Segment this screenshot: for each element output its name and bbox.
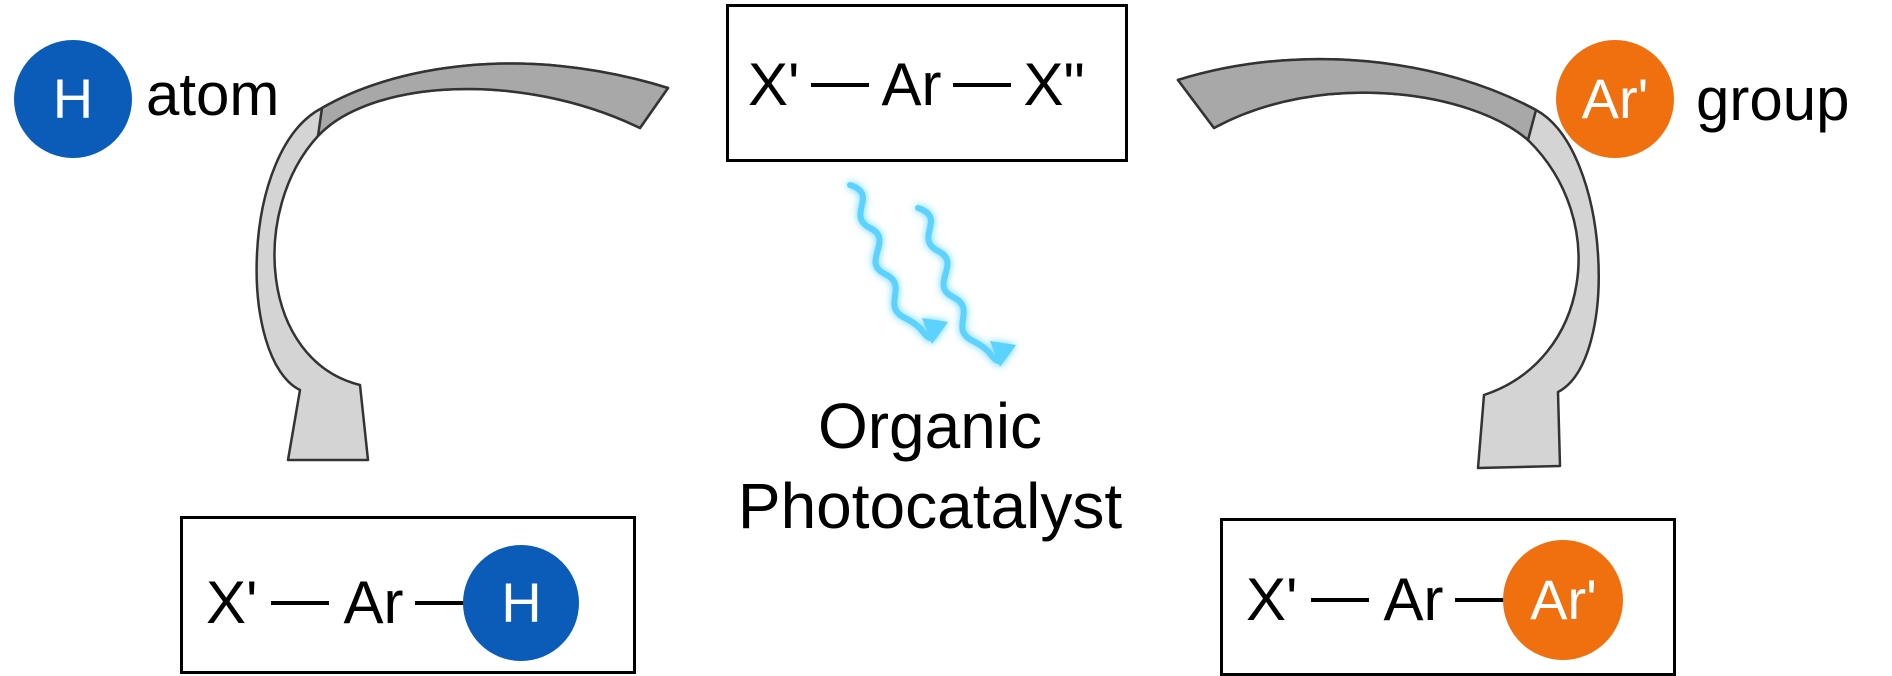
h-atom-badge: H	[14, 40, 132, 158]
product-h-core: Ar	[343, 569, 404, 636]
catalyst-label: Organic Photocatalyst	[720, 386, 1140, 546]
substrate-formula: X' Ar X"	[748, 55, 1085, 115]
ar-group-label: group	[1696, 66, 1850, 133]
light-wave-2	[915, 205, 1001, 364]
product-ar-badge-text: Ar'	[1530, 568, 1597, 631]
product-ar-formula: X' Ar Ar'	[1246, 540, 1624, 660]
substrate-bond-1	[811, 83, 870, 87]
substrate-core: Ar	[881, 51, 942, 118]
product-h-formula: X' Ar H	[206, 545, 580, 661]
left-curved-arrow	[255, 62, 670, 462]
product-ar-x-left: X'	[1246, 566, 1298, 633]
ar-group-badge: Ar'	[1556, 40, 1674, 158]
product-ar-box	[1220, 518, 1676, 676]
substrate-x-left: X'	[748, 51, 800, 118]
light-arrowhead-2	[990, 341, 1016, 367]
light-wave-1	[847, 182, 933, 341]
h-atom-label: atom	[146, 61, 280, 128]
ar-group-badge-text: Ar'	[1581, 67, 1649, 130]
catalyst-line-2: Photocatalyst	[737, 470, 1123, 542]
substrate-bond-2	[953, 83, 1012, 87]
light-icon	[847, 182, 1001, 364]
product-ar-core: Ar	[1383, 566, 1444, 633]
product-h-badge-text: H	[501, 571, 542, 634]
substrate-box	[726, 4, 1128, 162]
right-curved-arrow	[1176, 57, 1600, 470]
product-h-badge: H	[463, 545, 580, 661]
product-ar-bond-1	[1311, 598, 1370, 602]
product-h-bond-2	[415, 601, 476, 605]
product-ar-bond-2	[1455, 598, 1516, 602]
product-h-x-left: X'	[206, 569, 258, 636]
left-arrow-top-shade	[316, 62, 670, 138]
product-ar-badge: Ar'	[1503, 540, 1624, 660]
product-h-bond-1	[271, 601, 330, 605]
h-atom-badge-text: H	[52, 67, 94, 130]
right-arrow-top-shade	[1176, 57, 1538, 142]
catalyst-line-1: Organic	[817, 390, 1043, 462]
substrate-x-right: X"	[1023, 51, 1085, 118]
light-arrowhead-1	[922, 318, 948, 344]
